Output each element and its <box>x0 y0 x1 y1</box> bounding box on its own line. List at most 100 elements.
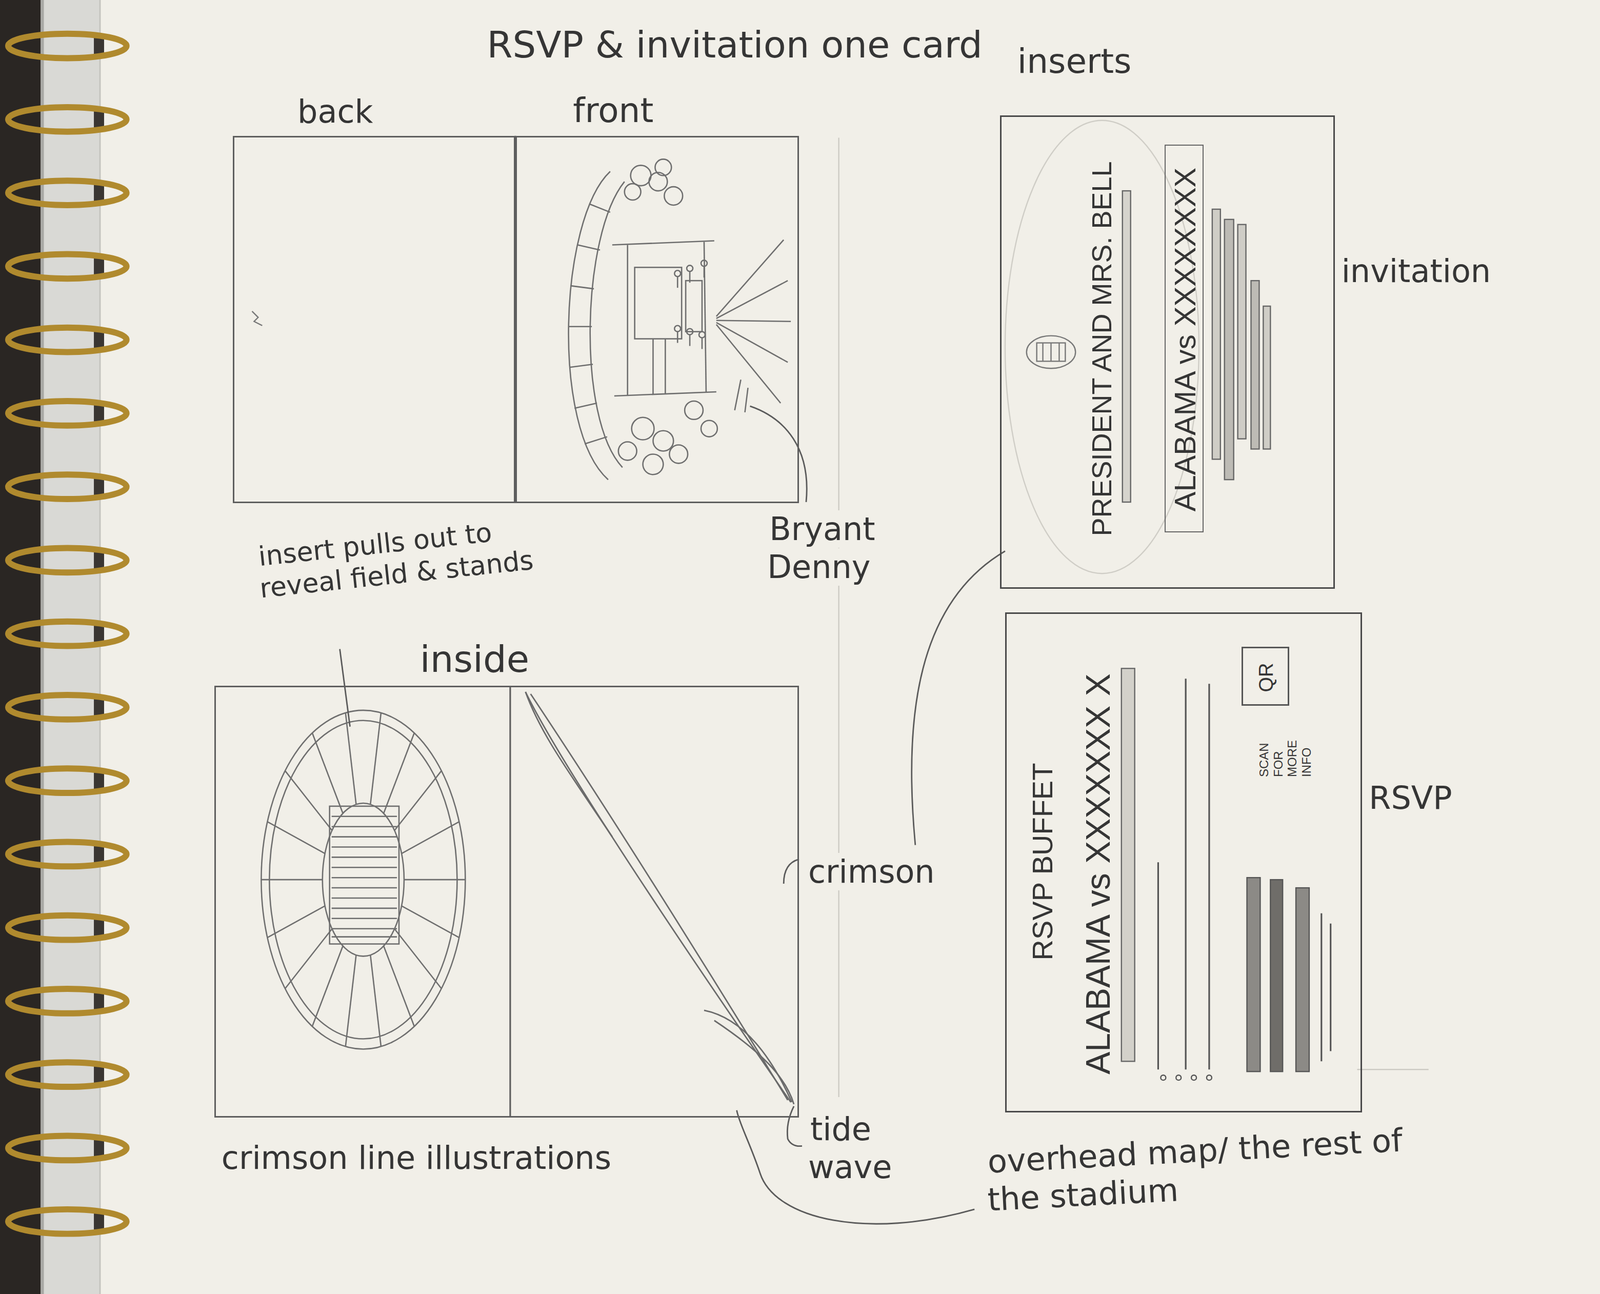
spiral-binding-stroke <box>8 180 127 206</box>
invitation-card: invitationPRESIDENT AND MRS. BELLALABAMA… <box>1000 115 1335 589</box>
stadium-overhead-illustration-stroke <box>322 803 405 956</box>
leader-lines-stroke <box>340 648 351 727</box>
text-wrap: invitation <box>1341 252 1492 291</box>
stadium-front-illustration-stroke <box>686 328 693 335</box>
card-text: ALABAMA vs XXXXXXX X <box>1078 673 1117 1075</box>
note-wrap: inserts <box>1015 41 1220 82</box>
invitation-card-art-stroke <box>1250 280 1259 449</box>
spiral-binding-stroke <box>93 992 105 1010</box>
spiral-binding-stroke <box>8 107 127 132</box>
spiral-binding-stroke <box>93 37 105 1230</box>
spiral-binding-stroke <box>93 331 105 349</box>
spiral-binding-stroke <box>8 1209 127 1234</box>
stadium-front-illustration-stroke <box>612 241 715 246</box>
stadium-overhead-illustration-stroke <box>329 806 399 945</box>
panel-heading: inside <box>420 637 530 681</box>
leader-lines-stroke <box>787 1106 803 1147</box>
annotation-note: Bryant Denny <box>767 510 875 586</box>
spiral-binding-stroke <box>8 1062 127 1087</box>
stadium-overhead-illustration <box>261 710 466 1050</box>
stadium-front-illustration-stroke <box>745 387 749 413</box>
stadium-front-illustration-stroke <box>698 331 706 338</box>
stadium-front-illustration-stroke <box>716 324 781 404</box>
spiral-binding-stroke <box>8 33 127 1234</box>
rsvp-card-art-stroke <box>1270 879 1283 1072</box>
tide-wave-illustration-stroke <box>714 1020 794 1105</box>
stadium-front-illustration-stroke <box>734 379 742 411</box>
stadium-front-illustration-stroke <box>584 436 608 445</box>
guide-lines-stroke <box>1356 1068 1429 1070</box>
stadium-front-illustration-stroke <box>590 181 625 468</box>
panel-heading: RSVP <box>1368 778 1452 817</box>
annotation-note: overhead map/ the rest of the stadium <box>984 1121 1404 1219</box>
stadium-overhead-illustration-stroke <box>267 905 325 938</box>
stadium-overhead-illustration-stroke <box>331 825 397 828</box>
stadium-front-illustration-stroke <box>624 183 642 200</box>
panel-heading: back <box>297 92 373 131</box>
stadium-front-illustration-stroke <box>634 267 683 339</box>
rsvp-card-art-stroke <box>1247 877 1261 1072</box>
stadium-front-illustration-stroke <box>570 285 594 289</box>
invitation-card-art-stroke <box>1237 224 1247 439</box>
stadium-front-illustration-stroke <box>701 337 704 350</box>
invitation-card-art-stroke <box>1042 343 1044 362</box>
color-note: crimson <box>806 852 937 891</box>
card-text: ALABAMA vs XXXXXXXX <box>1168 167 1202 512</box>
tide-wave-illustration-stroke <box>530 693 788 1100</box>
spiral-binding-stroke <box>8 842 127 867</box>
stadium-front-illustration-stroke <box>689 271 691 283</box>
spiral-binding-stroke <box>8 33 127 59</box>
stadium-overhead-illustration-stroke <box>394 928 442 989</box>
stadium-front-illustration-stroke <box>704 242 707 393</box>
spiral-binding-stroke <box>8 1135 127 1161</box>
stadium-overhead-illustration-stroke <box>331 907 397 910</box>
spiral-binding-stroke <box>93 551 105 569</box>
note-wrap: tide wave <box>808 1110 921 1187</box>
stadium-overhead-illustration-stroke <box>383 945 415 1027</box>
rsvp-card-art-stroke <box>1295 887 1310 1072</box>
stadium-overhead-illustration-stroke <box>370 954 382 1047</box>
page-title: RSVP & invitation one card <box>486 23 983 67</box>
invitation-card-art-stroke <box>1122 190 1131 503</box>
spiral-binding-stroke <box>8 474 127 499</box>
invitation-card-art <box>1005 120 1271 574</box>
text-wrap: RSVP BUFFET <box>1025 763 1060 961</box>
rsvp-card-art-stroke <box>1320 913 1323 1062</box>
card-text: SCAN FOR MORE INFO <box>1256 735 1314 777</box>
stadium-overhead-illustration-stroke <box>267 821 325 854</box>
text-wrap: ALABAMA vs XXXXXXXX <box>1167 167 1204 512</box>
stadium-overhead-illustration-stroke <box>401 905 459 938</box>
spiral-binding-stroke <box>93 1140 105 1157</box>
stadium-front-illustration-stroke <box>676 331 679 344</box>
stadium-front-illustration-stroke <box>674 270 681 277</box>
stadium-front-illustration-stroke <box>701 260 708 267</box>
leader-lines-stroke <box>736 1110 975 1224</box>
stadium-front-illustration-stroke <box>664 338 667 394</box>
guide-lines-stroke <box>837 137 839 1097</box>
card-frame-stroke <box>509 685 511 1118</box>
rsvp-card: RSVPRSVP BUFFETALABAMA vs XXXXXXX XSCAN … <box>1005 612 1363 1113</box>
stadium-overhead-illustration-stroke <box>331 815 397 818</box>
stadium-front-illustration-stroke <box>654 158 672 176</box>
invitation-card-art-stroke <box>1058 343 1060 362</box>
invitation-card-art-stroke <box>1050 343 1052 362</box>
stadium-overhead-illustration-stroke <box>331 846 397 848</box>
rsvp-card-art-stroke <box>1121 668 1135 1062</box>
card-back-panel: back <box>232 135 516 504</box>
rsvp-card-art <box>1121 668 1331 1080</box>
stadium-front-illustration-stroke <box>689 334 691 347</box>
text-wrap: SCAN FOR MORE INFO <box>1256 735 1314 777</box>
spiral-binding-stroke <box>8 915 127 940</box>
card-front-panel: front <box>515 135 799 504</box>
spiral-binding-stroke <box>8 327 127 353</box>
rsvp-card-art-stroke <box>1160 1074 1166 1080</box>
note-wrap: crimson line illustrations <box>219 1138 791 1177</box>
spiral-binding-stroke <box>93 184 105 202</box>
text-wrap: front <box>572 90 654 131</box>
tide-wave-illustration <box>525 691 794 1105</box>
stadium-overhead-illustration-stroke <box>285 928 333 989</box>
stadium-overhead-illustration-stroke <box>331 856 397 858</box>
qr-box: QR <box>1241 646 1290 706</box>
